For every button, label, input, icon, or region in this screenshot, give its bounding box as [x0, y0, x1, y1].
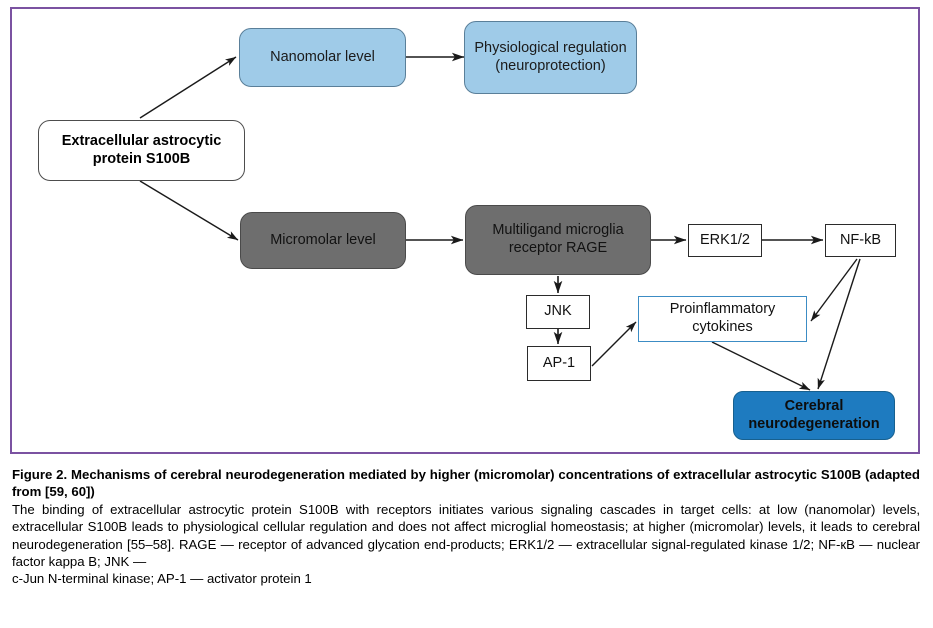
node-jnk[interactable]: JNK	[526, 295, 590, 329]
node-micromolar-label: Micromolar level	[270, 231, 376, 248]
node-cerebral-line1: Cerebral	[784, 397, 844, 414]
node-nfkb-label: NF-kB	[839, 231, 882, 248]
node-jnk-label: JNK	[544, 303, 572, 320]
caption-title: Figure 2. Mechanisms of cerebral neurode…	[12, 467, 920, 500]
node-physiological-regulation[interactable]: Physiological regulation (neuroprotectio…	[464, 21, 637, 94]
node-nanomolar-level[interactable]: Nanomolar level	[239, 28, 406, 87]
node-cytokines-line1: Proinflammatory	[669, 301, 776, 318]
diagram-arrows	[139, 52, 861, 391]
node-rage-receptor[interactable]: Multiligand microglia receptor RAGE	[465, 205, 651, 275]
node-s100b-line2: protein S100B	[92, 150, 191, 167]
node-ap1-label: AP-1	[542, 354, 576, 371]
node-erk1-2[interactable]: ERK1/2	[688, 224, 762, 257]
node-nanomolar-label: Nanomolar level	[270, 48, 375, 65]
node-physiological-line2: (neuroprotection)	[495, 57, 606, 74]
node-proinflammatory-cytokines[interactable]: Proinflammatory cytokines	[638, 296, 807, 342]
node-rage-line2: receptor RAGE	[508, 240, 608, 256]
node-nf-kb[interactable]: NF-kB	[825, 224, 896, 257]
node-cytokines-line2: cytokines	[692, 319, 753, 335]
caption-body-last-line: c-Jun N-terminal kinase; AP-1 — activato…	[12, 570, 312, 586]
node-physiological-line1: Physiological regulation	[474, 39, 627, 56]
caption-body: The binding of extracellular astrocytic …	[12, 501, 920, 587]
node-cerebral-neurodegeneration[interactable]: Cerebral neurodegeneration	[733, 391, 895, 440]
node-s100b-line1: Extracellular astrocytic	[61, 132, 222, 149]
node-ap-1[interactable]: AP-1	[527, 346, 591, 381]
node-erk-label: ERK1/2	[700, 231, 750, 248]
node-micromolar-level[interactable]: Micromolar level	[240, 212, 406, 269]
node-extracellular-s100b[interactable]: Extracellular astrocytic protein S100B	[38, 120, 245, 181]
caption-body-text: The binding of extracellular astrocytic …	[12, 502, 920, 569]
node-rage-line1: Multiligand microglia	[492, 222, 624, 239]
node-cerebral-line2: neurodegeneration	[748, 415, 880, 432]
figure-caption: Figure 2. Mechanisms of cerebral neurode…	[12, 466, 920, 587]
